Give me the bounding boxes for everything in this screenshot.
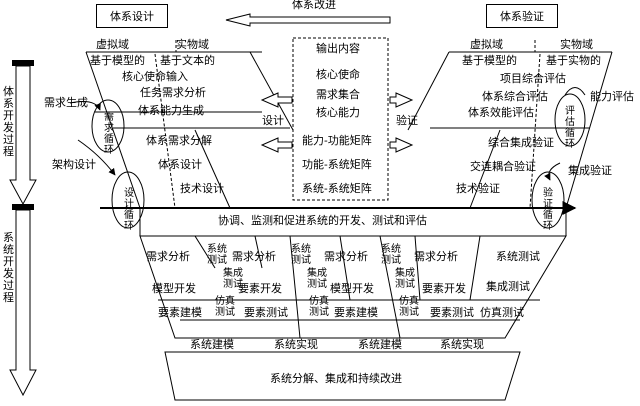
element-test-2: 要素测试: [430, 306, 474, 319]
req-analysis-4: 需求分析: [414, 250, 458, 263]
left-item6: 技术设计: [180, 182, 224, 195]
sys-impl-2: 系统实现: [440, 338, 484, 351]
right-item6: 技术验证: [456, 182, 500, 195]
ability-eval-label: 能力评估: [590, 90, 634, 103]
sim-test-right: 仿真测试: [480, 306, 524, 319]
axis-upper-label: 体系开发过程: [3, 85, 14, 158]
verify-loop-label: 验证循环: [543, 188, 553, 232]
improve-label: 体系改进: [292, 0, 336, 11]
req-analysis-2: 需求分析: [232, 250, 276, 263]
element-test-1: 要素测试: [244, 306, 288, 319]
sys-test-right: 系统测试: [496, 250, 540, 263]
sys-model-2: 系统建模: [358, 338, 402, 351]
element-dev-1: 要素开发: [238, 282, 282, 295]
left-item5: 体系设计: [158, 158, 202, 171]
design-box: 体系设计: [96, 4, 168, 28]
right-virtual: 虚拟域: [470, 38, 503, 51]
right-col1: 基于模型的: [462, 54, 517, 67]
sim-test-1: 仿真测试: [215, 296, 235, 318]
req-loop-label: 需求循环: [104, 112, 114, 156]
improve-arrow: [225, 13, 391, 27]
right-item2: 体系综合评估: [482, 90, 548, 103]
left-col1: 基于模型的: [90, 54, 145, 67]
integ-verify-label: 集成验证: [568, 164, 612, 177]
model-dev-2: 模型开发: [330, 282, 374, 295]
left-item3: 体系能力生成: [138, 104, 204, 117]
sim-test-3: 仿真测试: [399, 296, 419, 318]
integ-test-right: 集成测试: [486, 280, 530, 293]
output-4: 功能-系统矩阵: [302, 158, 372, 171]
left-item2: 任务需求分析: [140, 86, 206, 99]
sys-impl-1: 系统实现: [274, 338, 318, 351]
element-model-2: 要素建模: [334, 306, 378, 319]
verify-box: 体系验证: [486, 4, 558, 28]
verify-arrow-label: 验证: [396, 114, 418, 127]
right-item4: 综合集成验证: [488, 136, 554, 149]
left-virtual: 虚拟域: [96, 38, 129, 51]
integ-test-2: 集成测试: [307, 268, 327, 290]
integ-test-3: 集成测试: [395, 268, 415, 290]
right-col2: 基于实物的: [546, 54, 601, 67]
left-col2: 基于文本的: [160, 54, 215, 67]
left-physical: 实物域: [176, 38, 209, 51]
req-analysis-3: 需求分析: [324, 250, 368, 263]
left-item4: 体系需求分解: [146, 134, 212, 147]
axis-lower-label: 系统开发过程: [3, 231, 14, 304]
sys-test-2: 系统测试: [291, 244, 311, 266]
output-title: 输出内容: [316, 42, 360, 55]
req-gen-label: 需求生成: [44, 96, 88, 109]
design-arrow-label: 设计: [262, 114, 284, 127]
design-loop-label: 设计循环: [124, 188, 134, 232]
sim-test-2: 仿真测试: [309, 296, 329, 318]
req-analysis-1: 需求分析: [146, 250, 190, 263]
sys-test-3: 系统测试: [381, 244, 401, 266]
left-item1: 核心使命输入: [122, 70, 188, 83]
element-model-1: 要素建模: [158, 306, 202, 319]
right-item3: 体系效能评估: [468, 106, 534, 119]
output-0: 核心使命: [316, 68, 360, 81]
right-physical: 实物域: [560, 38, 593, 51]
right-item5: 交连耦合验证: [470, 160, 536, 173]
arch-design-label: 架构设计: [52, 158, 96, 171]
element-dev-2: 要素开发: [422, 282, 466, 295]
coordination-bar-label: 协调、监测和促进系统的开发、测试和评估: [218, 214, 427, 227]
eval-loop-label: 评估循环: [565, 106, 575, 150]
model-dev-1: 模型开发: [152, 282, 196, 295]
right-item1: 项目综合评估: [500, 72, 566, 85]
bottom-label: 系统分解、集成和持续改进: [270, 372, 402, 385]
output-3: 能力-功能矩阵: [302, 134, 372, 147]
integ-test-1: 集成测试: [223, 268, 243, 290]
output-5: 系统-系统矩阵: [302, 182, 372, 195]
output-2: 核心能力: [316, 106, 360, 119]
sys-model-1: 系统建模: [190, 338, 234, 351]
output-1: 需求集合: [316, 88, 360, 101]
sys-test-1: 系统测试: [207, 244, 227, 266]
